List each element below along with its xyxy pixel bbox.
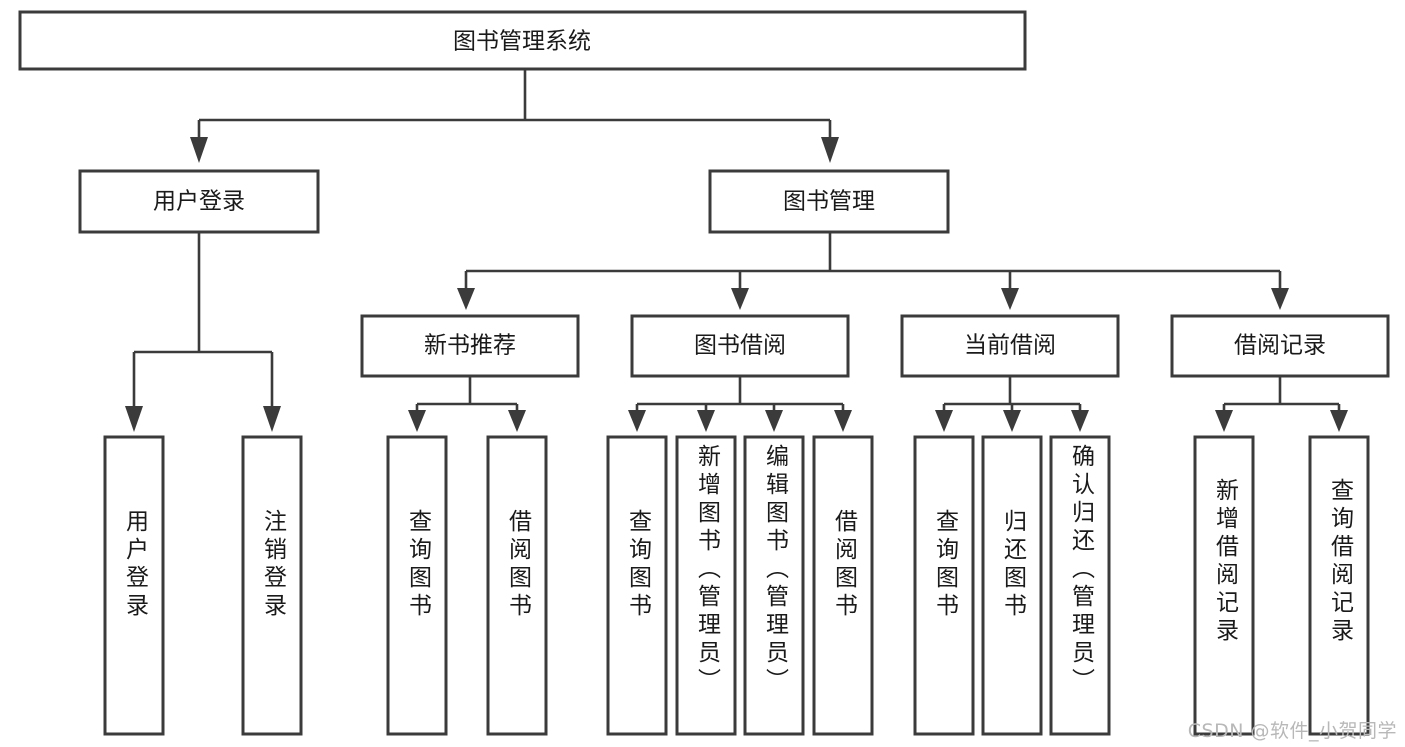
arrow-head-br-leaf-1 — [1215, 410, 1233, 432]
node-book-borrow-label: 图书借阅 — [694, 333, 786, 359]
node-user-login-box[interactable] — [78, 169, 320, 234]
leaf-box-nb-query-book[interactable] — [386, 435, 448, 736]
node-book-manage[interactable]: 图书管理 — [708, 169, 950, 234]
arrow-head-bb-leaf-1 — [628, 410, 646, 432]
arrow-head-bb-leaf-3 — [765, 410, 783, 432]
node-new-book-recommend-box[interactable] — [360, 314, 580, 378]
node-user-login-label: 用户登录 — [153, 189, 245, 215]
arrow-head-bb-leaf-4 — [834, 410, 852, 432]
arrow-head-bb-leaf-2 — [697, 410, 715, 432]
arrow-head-user-login — [190, 137, 208, 163]
node-user-login[interactable]: 用户登录 — [78, 169, 320, 234]
node-current-borrow[interactable]: 当前借阅 — [900, 314, 1120, 378]
connector-group-user-login — [125, 232, 281, 432]
arrow-head-nb-leaf-1 — [408, 410, 426, 432]
leaf-box-cb-confirm-return[interactable] — [1049, 435, 1111, 736]
arrow-head-current-borrow — [1001, 288, 1019, 310]
node-book-manage-box[interactable] — [708, 169, 950, 234]
connector-group-borrow-record — [1215, 376, 1348, 432]
node-new-book-recommend[interactable]: 新书推荐 — [360, 314, 580, 378]
arrow-head-leaf-logout — [263, 406, 281, 432]
node-borrow-record-box[interactable] — [1170, 314, 1390, 378]
arrow-head-new-book — [457, 288, 475, 310]
leaf-box-cb-return-book[interactable] — [981, 435, 1043, 736]
node-borrow-record[interactable]: 借阅记录 — [1170, 314, 1390, 378]
node-book-borrow[interactable]: 图书借阅 — [630, 314, 850, 378]
leaf-box-logout[interactable] — [241, 435, 303, 736]
leaf-box-bb-add-book[interactable] — [675, 435, 737, 736]
node-root-box[interactable] — [18, 10, 1027, 71]
leaf-box-user-login[interactable] — [103, 435, 165, 736]
leaf-box-bb-borrow-book[interactable] — [812, 435, 874, 736]
arrow-head-cb-leaf-2 — [1003, 410, 1021, 432]
arrow-head-book-manage — [821, 137, 839, 163]
leaf-box-br-add-record[interactable] — [1193, 435, 1255, 736]
arrow-head-cb-leaf-1 — [935, 410, 953, 432]
node-book-manage-label: 图书管理 — [783, 189, 875, 215]
node-borrow-record-label: 借阅记录 — [1234, 333, 1326, 359]
arrow-head-leaf-user-login — [125, 406, 143, 432]
connector-group-current-borrow — [935, 376, 1089, 432]
connector-group-new-book — [408, 376, 526, 432]
leaf-box-cb-query-book[interactable] — [913, 435, 975, 736]
watermark-text: CSDN @软件_小贺同学 — [1187, 720, 1397, 742]
connector-group-book-manage — [457, 232, 1289, 310]
node-new-book-recommend-label: 新书推荐 — [424, 333, 516, 359]
node-root[interactable]: 图书管理系统 — [18, 10, 1027, 71]
leaf-box-nb-borrow-book[interactable] — [486, 435, 548, 736]
leaf-box-bb-query-book[interactable] — [606, 435, 668, 736]
connector-group-book-borrow — [628, 376, 852, 432]
arrow-head-cb-leaf-3 — [1071, 410, 1089, 432]
node-current-borrow-box[interactable] — [900, 314, 1120, 378]
connector-group-root — [190, 69, 839, 163]
arrow-head-br-leaf-2 — [1330, 410, 1348, 432]
node-book-borrow-box[interactable] — [630, 314, 850, 378]
node-current-borrow-label: 当前借阅 — [964, 333, 1056, 359]
arrow-head-book-borrow — [731, 288, 749, 310]
arrow-head-borrow-record — [1271, 288, 1289, 310]
leaf-box-br-query-record[interactable] — [1308, 435, 1370, 736]
arrow-head-nb-leaf-2 — [508, 410, 526, 432]
node-root-label: 图书管理系统 — [453, 29, 591, 55]
leaf-box-bb-edit-book[interactable] — [743, 435, 805, 736]
